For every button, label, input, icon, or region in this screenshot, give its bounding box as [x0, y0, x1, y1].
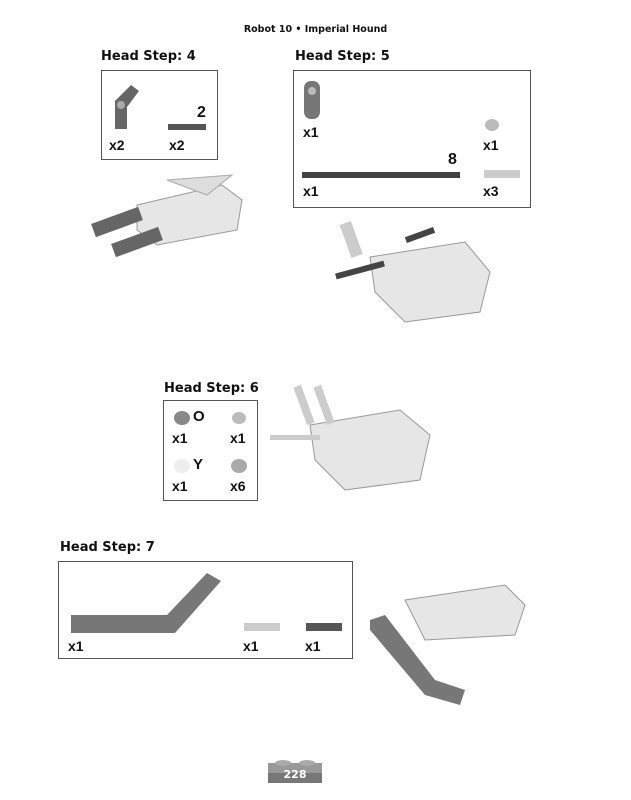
part-qty: x6 [230, 478, 246, 494]
part-qty: x1 [230, 430, 246, 446]
orange-round-plate-part [174, 411, 190, 425]
step-7-parts-box: x1 x1 x1 [58, 561, 353, 659]
part-qty: x3 [483, 183, 499, 199]
step-7-model-illustration [370, 584, 526, 705]
axle-length: 2 [197, 104, 206, 121]
step-5-title: Head Step: 5 [295, 49, 390, 64]
part-qty: x1 [172, 478, 188, 494]
angle-connector-part [115, 85, 139, 129]
bush-part [232, 412, 246, 424]
axle-length: 8 [448, 151, 457, 168]
step-5-parts-box: x1 x1 8 x1 x3 [293, 70, 531, 208]
step-7-title: Head Step: 7 [60, 540, 155, 555]
color-code: Y [193, 456, 204, 473]
pin-part [484, 170, 520, 178]
axle-2-part [168, 124, 206, 130]
step-6-parts-box: O x1 x1 Y x1 x6 [163, 400, 258, 501]
color-code: O [193, 408, 205, 425]
yellow-round-plate-part [174, 459, 190, 473]
step-6-title: Head Step: 6 [164, 381, 259, 396]
part-qty: x1 [172, 430, 188, 446]
part-qty: x1 [68, 638, 84, 654]
bent-beam-part [71, 573, 221, 633]
axle-pin-part [306, 623, 342, 631]
part-qty: x1 [483, 137, 499, 153]
round-plate-part [231, 459, 247, 473]
pin-part [244, 623, 280, 631]
part-qty: x2 [169, 137, 185, 153]
part-qty: x2 [109, 137, 125, 153]
step-6-model-illustration [270, 384, 431, 491]
part-qty: x1 [243, 638, 259, 654]
bush-part [485, 119, 499, 131]
step-5-model-illustration [335, 220, 491, 323]
part-qty: x1 [303, 183, 319, 199]
part-qty: x1 [303, 124, 319, 140]
step-4-title: Head Step: 4 [101, 49, 196, 64]
page-number: 228 [283, 768, 307, 781]
running-header: Robot 10 • Imperial Hound [243, 24, 388, 35]
page-number-badge: 228 [268, 757, 322, 783]
axle-8-part [302, 172, 460, 178]
part-qty: x1 [305, 638, 321, 654]
connector-part [304, 81, 320, 119]
step-4-parts-box: x2 2 x2 [101, 70, 218, 160]
lego-plate-icon [268, 760, 322, 783]
step-4-model-illustration [91, 174, 243, 258]
